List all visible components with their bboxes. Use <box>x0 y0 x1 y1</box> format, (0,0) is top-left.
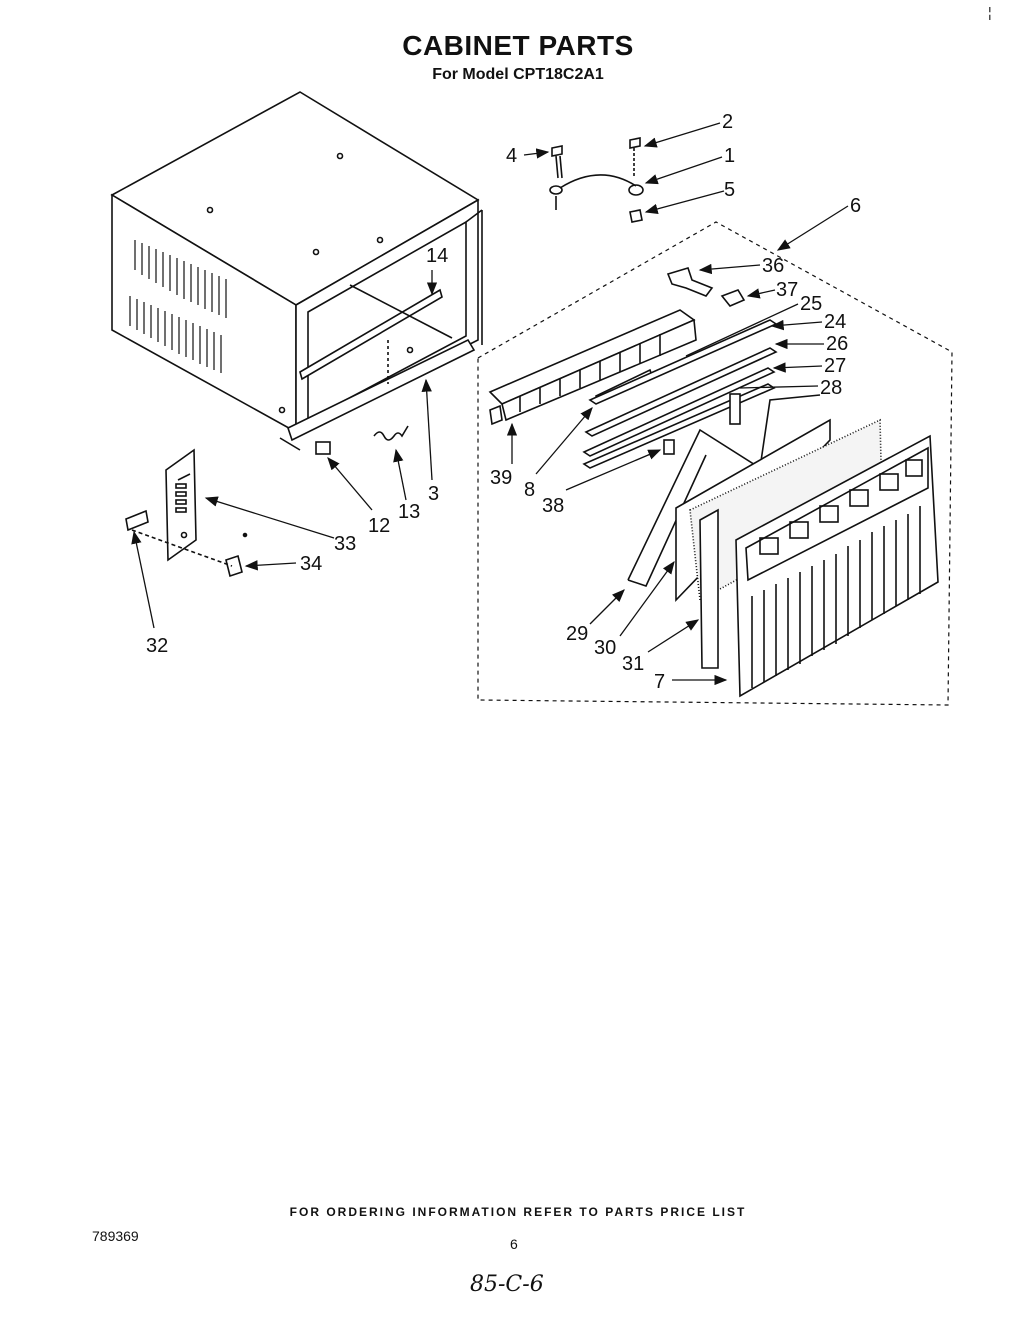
callout-2: 2 <box>722 111 733 133</box>
part-7-front-grille <box>735 434 939 698</box>
ordering-footer: FOR ORDERING INFORMATION REFER TO PARTS … <box>289 1205 747 1219</box>
page-title: CABINET PARTS <box>402 30 634 61</box>
callout-31: 31 <box>622 653 644 675</box>
leader-lines <box>131 122 849 686</box>
part-36-latch <box>666 267 714 297</box>
louver-blades <box>582 319 778 469</box>
callout-27: 27 <box>824 355 846 377</box>
callout-36: 36 <box>762 255 784 277</box>
callout-7: 7 <box>654 671 665 693</box>
callout-14: 14 <box>426 245 448 267</box>
hardware-set <box>549 137 644 223</box>
callout-3: 3 <box>428 483 439 505</box>
part-37-clip <box>720 289 746 307</box>
model-subtitle: For Model CPT18C2A1 <box>432 66 604 83</box>
callout-24: 24 <box>824 311 846 333</box>
callout-32: 32 <box>146 635 168 657</box>
callout-38: 38 <box>542 495 564 517</box>
part-28-pin <box>729 393 741 425</box>
callout-26: 26 <box>826 333 848 355</box>
part-13-clip <box>373 425 409 441</box>
assembly-boundary <box>477 221 953 706</box>
part-34-screw <box>225 554 243 578</box>
part-31-gasket <box>699 508 719 669</box>
callout-29: 29 <box>566 623 588 645</box>
callout-6: 6 <box>850 195 861 217</box>
callout-39: 39 <box>490 467 512 489</box>
callout-34: 34 <box>300 553 322 575</box>
callout-30: 30 <box>594 637 616 659</box>
part-38-clip <box>663 439 675 455</box>
document-number: 789369 <box>92 1228 139 1244</box>
callout-4: 4 <box>506 145 517 167</box>
corner-mark: ¦ <box>988 4 992 20</box>
callout-1: 1 <box>724 145 735 167</box>
callout-28: 28 <box>820 377 842 399</box>
callout-25: 25 <box>800 293 822 315</box>
callout-37: 37 <box>776 279 798 301</box>
part-12-foot <box>315 441 331 455</box>
callout-33: 33 <box>334 533 356 555</box>
cabinet-housing <box>110 91 483 451</box>
handwritten-note: 85-C-6 <box>470 1272 544 1297</box>
callout-5: 5 <box>724 179 735 201</box>
callout-8: 8 <box>524 479 535 501</box>
louver-frame-39 <box>488 309 697 426</box>
side-panel-assembly <box>125 448 248 578</box>
callout-13: 13 <box>398 501 420 523</box>
page-number: 6 <box>510 1236 518 1252</box>
part-32-knob <box>125 509 149 532</box>
callout-12: 12 <box>368 515 390 537</box>
